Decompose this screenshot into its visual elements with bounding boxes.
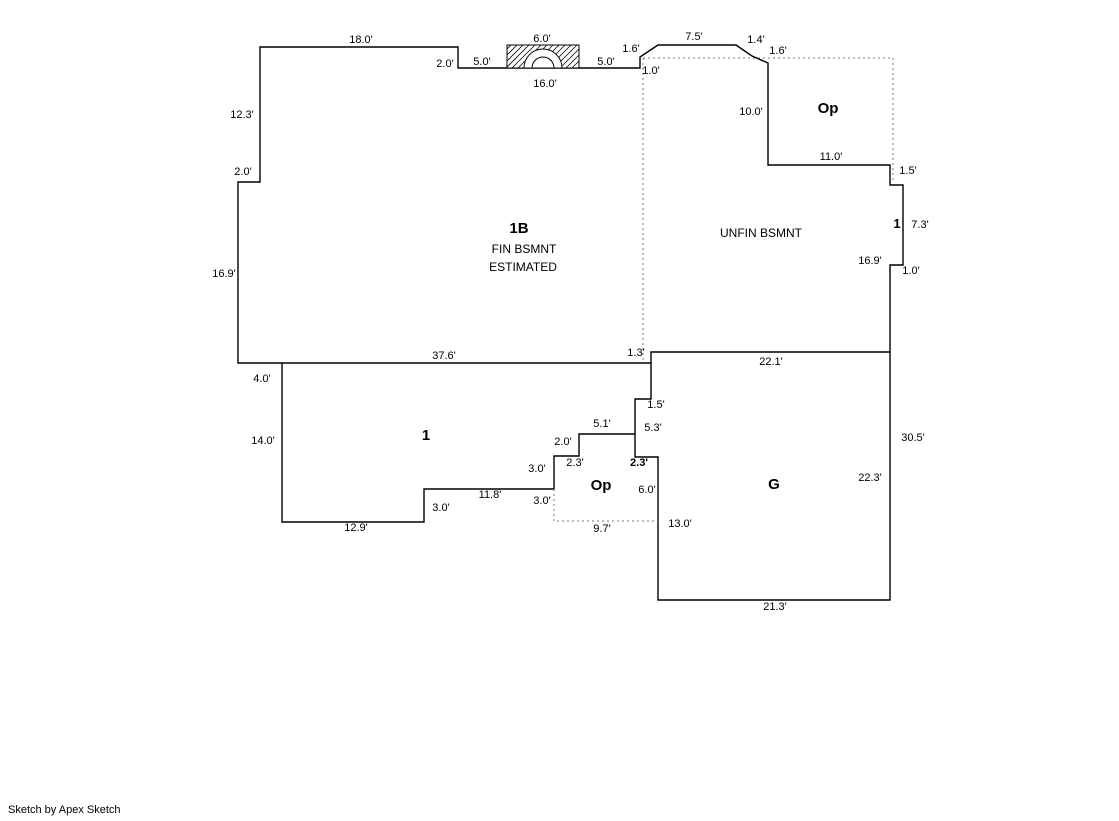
wall-line [237, 44, 904, 364]
area-label: 1B [509, 220, 528, 237]
dimension-label: 16.9' [212, 268, 236, 280]
dimension-label: 7.5' [685, 31, 702, 43]
dimension-label: 5.0' [473, 56, 490, 68]
dimension-label: FIN BSMNT [492, 242, 557, 256]
dimension-label: 1.6' [622, 43, 639, 55]
open-area-boundary-line [553, 489, 658, 522]
dimension-label: 3.0' [528, 463, 545, 475]
dimension-label: 3.0' [533, 495, 550, 507]
dimension-label: 7.3' [911, 219, 928, 231]
fireplace-hatch-line [577, 66, 580, 69]
dimension-label: UNFIN BSMNT [720, 226, 803, 240]
dimension-label: 1.0' [642, 65, 659, 77]
dimension-label: 1.5' [647, 399, 664, 411]
area-label: Op [591, 477, 612, 494]
dimension-label: 10.0' [739, 106, 763, 118]
dimension-label: 37.6' [432, 350, 456, 362]
fireplace-hatch-line [511, 44, 536, 69]
dimension-label: 16.0' [533, 78, 557, 90]
dimension-label: 12.3' [230, 109, 254, 121]
area-label: Op [818, 100, 839, 117]
dimension-label: 21.3' [763, 601, 787, 613]
dimension-label: ESTIMATED [489, 260, 557, 274]
dimension-label: 2.0' [436, 58, 453, 70]
dimension-label: 5.3' [644, 422, 661, 434]
fireplace-hatch-line [506, 44, 524, 62]
dimension-label: 5.0' [597, 56, 614, 68]
dimension-label: 22.1' [759, 356, 783, 368]
dimension-label: 2.0' [234, 166, 251, 178]
area-label: 2.3' [630, 457, 648, 469]
sketch-credit: Sketch by Apex Sketch [8, 804, 121, 816]
dimension-label: 2.0' [554, 436, 571, 448]
dimension-label: 12.9' [344, 522, 368, 534]
dimension-label: 16.9' [858, 255, 882, 267]
area-label: 1 [893, 216, 900, 231]
fireplace-hatch-line [571, 60, 580, 69]
fireplace-hatch-line [506, 44, 512, 50]
dimension-label: 3.0' [432, 502, 449, 514]
area-label: G [768, 476, 780, 493]
dimension-label: 14.0' [251, 435, 275, 447]
open-area-boundary-line [643, 57, 894, 183]
dimension-label: 30.5' [901, 432, 925, 444]
dimension-label: 6.0' [533, 33, 550, 45]
dimension-label: 1.0' [902, 265, 919, 277]
fireplace-hatch-line [506, 44, 530, 68]
fireplace-arch [531, 56, 555, 69]
fireplace-hatch-line [559, 48, 580, 69]
dimension-label: 11.8' [479, 489, 502, 501]
fireplace-hatch-line [565, 54, 580, 69]
wall-line [634, 352, 891, 601]
dimension-label: 11.0' [820, 151, 843, 163]
dimension-label: 9.7' [593, 523, 610, 535]
dimension-label: 22.3' [858, 472, 882, 484]
dimension-label: 1.6' [769, 45, 786, 57]
dimension-label: 2.3' [566, 457, 583, 469]
dimension-label: 13.0' [668, 518, 692, 530]
dimension-label: 1.3' [627, 347, 644, 359]
dimension-label: 6.0' [638, 484, 655, 496]
dimension-label: 18.0' [349, 34, 373, 46]
dimension-label: 1.4' [747, 34, 764, 46]
dimension-label: 1.5' [899, 165, 916, 177]
dimension-label: 5.1' [593, 418, 610, 430]
area-label: 1 [422, 427, 430, 444]
dimension-label: 4.0' [253, 373, 270, 385]
fireplace-hatch-line [506, 44, 518, 56]
